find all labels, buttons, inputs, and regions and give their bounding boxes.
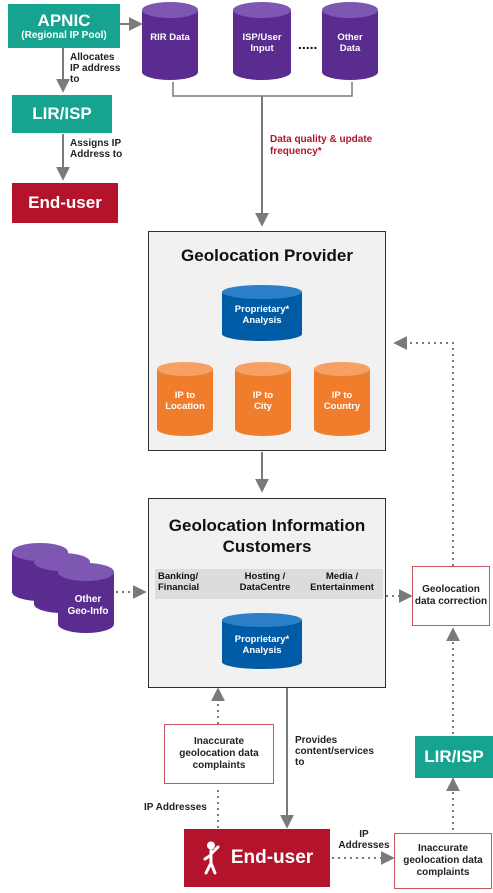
complaints-box-bottom: Inaccurate geolocation data complaints xyxy=(394,833,492,889)
allocates-label: Allocates IP address to xyxy=(70,52,121,85)
data-quality-label: Data quality & update frequency* xyxy=(270,134,373,157)
sector-hosting: Hosting / DataCentre xyxy=(239,571,291,593)
enduser-box-top: End-user xyxy=(12,183,118,223)
ip-to-location-label: IP to Location xyxy=(165,390,205,412)
customers-analysis-cylinder: Proprietary* Analysis xyxy=(222,613,302,669)
apnic-box: APNIC (Regional IP Pool) xyxy=(8,4,120,48)
cylinder-icon xyxy=(314,362,370,436)
other-geo-info-label: Other Geo-Info xyxy=(67,594,109,617)
cylinder-icon xyxy=(157,362,213,436)
cylinder-icon xyxy=(222,285,302,341)
ip-to-location-cylinder: IP to Location xyxy=(157,362,213,436)
ip-to-country-label: IP to Country xyxy=(323,390,361,412)
ip-to-city-cylinder: IP to City xyxy=(235,362,291,436)
ip-addresses-label-left: IP Addresses xyxy=(144,802,207,813)
person-icon xyxy=(203,841,220,875)
rir-data-label: RIR Data xyxy=(150,32,190,43)
assigns-label: Assigns IP Address to xyxy=(70,138,123,160)
rir-data-cylinder: RIR Data xyxy=(142,2,198,80)
provider-analysis-label: Proprietary* Analysis xyxy=(234,304,290,326)
provider-analysis-cylinder: Proprietary* Analysis xyxy=(222,285,302,341)
provides-label: Provides content/services to xyxy=(295,735,374,768)
cylinder-icon xyxy=(142,2,198,80)
complaints-box-left: Inaccurate geolocation data complaints xyxy=(164,724,274,784)
cylinder-icon xyxy=(233,2,291,80)
ellipsis-separator: ..... xyxy=(298,36,318,52)
stacked-cylinders-icon xyxy=(12,543,114,633)
apnic-subtitle: (Regional IP Pool) xyxy=(21,29,107,41)
enduser-bottom-label: End-user xyxy=(230,847,314,868)
sector-media: Media / Entertainment xyxy=(310,571,374,593)
other-data-cylinder: Other Data xyxy=(322,2,378,80)
lir-isp-box-right: LIR/ISP xyxy=(415,736,493,778)
apnic-title: APNIC xyxy=(37,10,91,30)
isp-input-label: ISP/User Input xyxy=(242,32,282,54)
cylinder-icon xyxy=(322,2,378,80)
cylinder-icon xyxy=(222,613,302,669)
provider-title: Geolocation Provider xyxy=(181,246,353,265)
geolocation-correction-box: Geolocation data correction xyxy=(412,566,490,626)
other-data-label: Other Data xyxy=(337,32,363,54)
ip-to-city-label: IP to City xyxy=(252,390,274,412)
lir-isp-box-top: LIR/ISP xyxy=(12,95,112,133)
arrow-correction-to-provider xyxy=(393,336,454,566)
other-geo-info-stack: Other Geo-Info xyxy=(12,542,116,634)
enduser-box-bottom: End-user xyxy=(184,829,330,887)
sector-banking: Banking/ Financial xyxy=(158,571,200,593)
sources-bracket xyxy=(172,82,353,97)
ip-to-country-cylinder: IP to Country xyxy=(314,362,370,436)
customers-analysis-label: Proprietary* Analysis xyxy=(234,634,290,656)
ip-addresses-label-bottom: IP Addresses xyxy=(338,829,390,851)
isp-input-cylinder: ISP/User Input xyxy=(233,2,291,80)
customers-title: Geolocation Information Customers xyxy=(168,516,366,556)
sector-strip xyxy=(155,569,383,599)
cylinder-icon xyxy=(235,362,291,436)
